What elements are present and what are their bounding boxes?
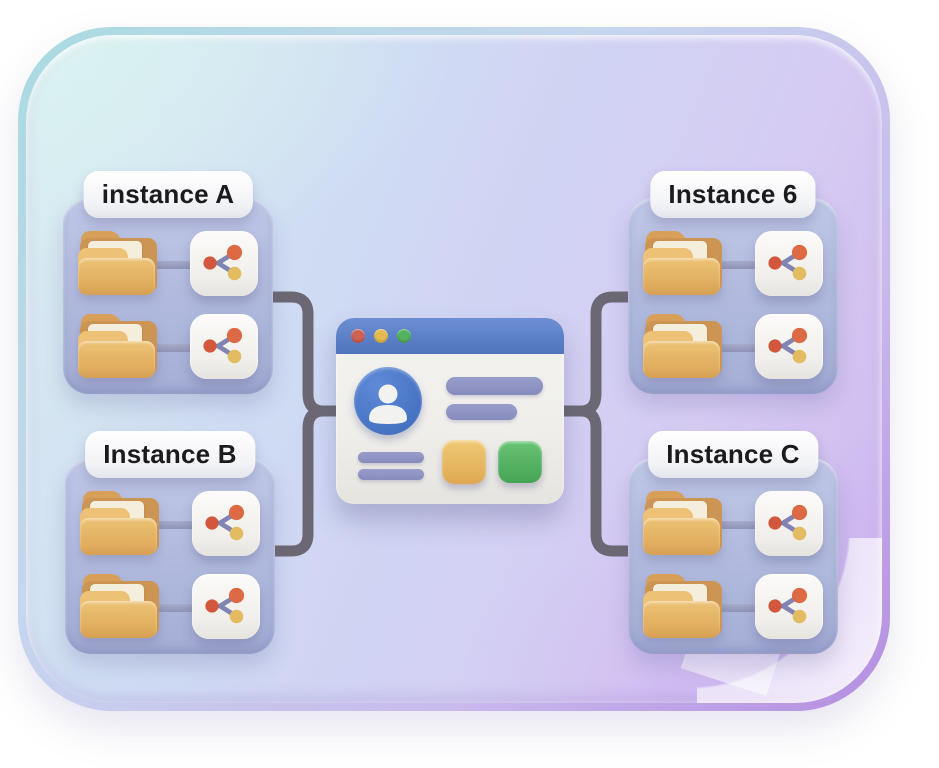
folder-icon — [643, 231, 729, 295]
panel-instance-a: instance A — [63, 171, 273, 394]
green-action-button[interactable] — [498, 441, 542, 483]
link-line — [150, 261, 194, 269]
text-bar — [446, 404, 517, 420]
app-window — [336, 318, 564, 504]
link-line — [152, 604, 196, 612]
text-bar — [358, 452, 424, 463]
folder-icon — [80, 491, 166, 555]
link-line — [715, 261, 759, 269]
sync-row — [643, 312, 823, 380]
panel-body — [80, 489, 260, 640]
share-icon — [192, 573, 260, 639]
text-bar — [358, 469, 424, 480]
folder-icon — [78, 231, 164, 295]
share-icon — [755, 313, 823, 379]
sync-row — [80, 489, 260, 557]
window-titlebar — [336, 318, 564, 354]
link-line — [152, 521, 196, 529]
share-icon — [755, 490, 823, 556]
share-icon — [190, 313, 258, 379]
panel-body — [643, 489, 823, 640]
link-line — [715, 344, 759, 352]
close-dot-icon[interactable] — [351, 329, 365, 343]
yellow-action-button[interactable] — [442, 440, 486, 484]
connector-bottom-left — [266, 405, 346, 557]
link-line — [715, 604, 759, 612]
sync-row — [78, 229, 258, 297]
sync-row — [78, 312, 258, 380]
panel-instance-c: Instance C — [628, 431, 838, 654]
sync-row — [643, 572, 823, 640]
text-bar — [446, 377, 543, 395]
folder-icon — [80, 574, 166, 638]
instance-b-label: Instance B — [85, 431, 255, 478]
share-icon — [755, 230, 823, 296]
sync-row — [80, 572, 260, 640]
minimize-dot-icon[interactable] — [374, 329, 388, 343]
folder-icon — [643, 574, 729, 638]
share-icon — [192, 490, 260, 556]
panel-instance-b: Instance B — [65, 431, 275, 654]
link-line — [715, 521, 759, 529]
connector-top-left — [266, 291, 346, 417]
instance-a-label: instance A — [83, 171, 253, 218]
panel-instance-6: Instance 6 — [628, 171, 838, 394]
user-avatar-icon — [354, 367, 422, 435]
instance-c-label: Instance C — [648, 431, 818, 478]
connector-top-right — [558, 291, 638, 417]
connector-bottom-right — [558, 405, 638, 557]
instance-6-label: Instance 6 — [650, 171, 816, 218]
sync-row — [643, 229, 823, 297]
sync-row — [643, 489, 823, 557]
folder-icon — [643, 491, 729, 555]
folder-icon — [78, 314, 164, 378]
panel-body — [643, 229, 823, 380]
link-line — [150, 344, 194, 352]
panel-body — [78, 229, 258, 380]
folder-icon — [643, 314, 729, 378]
maximize-dot-icon[interactable] — [397, 329, 411, 343]
share-icon — [755, 573, 823, 639]
share-icon — [190, 230, 258, 296]
